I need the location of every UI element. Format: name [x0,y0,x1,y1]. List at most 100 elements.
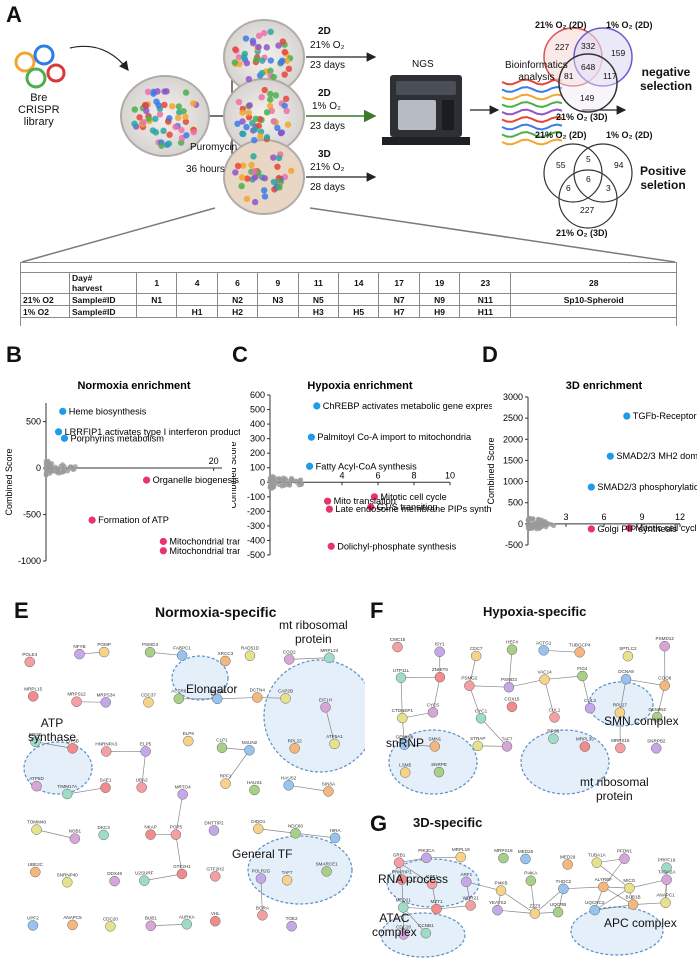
network-node [173,693,185,704]
network-edge [497,909,535,914]
network-edge [480,718,508,747]
cluster-ellipse [171,655,229,701]
cell-dot [288,167,295,175]
table-day: 19 [418,272,461,294]
network-node [651,743,662,754]
venn-positive-selection [543,143,633,229]
network-node [584,702,596,714]
x-tick-label: 9 [639,512,644,522]
cell-dot [166,131,173,138]
cell-dot [231,59,238,66]
network-node [395,672,407,684]
network-node [659,640,670,652]
cell-dot [275,42,282,49]
cell-dot [263,134,271,141]
cell-dot [250,153,257,160]
node-label: ELP6 [183,731,195,736]
highlight-point [159,547,167,555]
node-label: TADA2A [658,870,676,875]
network-node [183,735,194,747]
node-label: SIN3A [322,781,336,786]
puromycin-time: 36 hours [186,164,225,175]
dna-strand [501,93,563,101]
network-edge [594,904,634,911]
network-edge [563,886,604,890]
negative-selection-label: negative selection [640,65,693,93]
node-label: SNRNP40 [57,872,79,877]
network-node [397,712,408,724]
x-tick-label: 20 [209,456,219,466]
cell-dot [251,198,259,206]
node-label: HAUS2 [281,775,297,780]
highlight-point [59,407,67,415]
cell-dot [261,193,269,200]
network-node [69,833,81,844]
network-node [100,697,112,708]
dna-strand [501,138,563,146]
node-label: DCTN4 [250,687,266,692]
node-label: ATP5D [29,776,44,781]
cell-dot [276,184,283,191]
highlight-point [306,462,314,470]
network-node [67,743,78,754]
table-cell: N2 [216,293,259,306]
network-node [552,906,564,918]
node-label: CDC20 [103,916,119,921]
network-edge [67,787,106,795]
table-cell: N3 [257,293,299,306]
network-edge [141,751,146,788]
network-node [396,874,408,885]
network-edge [544,679,555,718]
cell-dot [144,88,152,96]
table-cell: H5 [338,305,380,318]
node-label: POMP [97,642,111,647]
venn-neg-only-2d21: 227 [555,42,570,52]
cell-dot [136,114,143,121]
network-node [577,670,588,682]
highlight-point [367,503,375,511]
cell-dot [243,195,251,203]
node-label: TOE2 [286,916,298,921]
background-point [67,464,73,470]
table-cell [176,293,218,306]
network-edge [656,685,666,718]
node-label: WDR21 [463,895,480,900]
cell-dot [242,35,250,42]
highlight-point [587,525,595,533]
network-node [589,904,600,916]
cell-dot [253,56,260,63]
node-label: ATP5A1 [326,734,343,739]
point-annotation: Palmitoyl Co-A import to mitochondria [317,432,472,442]
network-edge [625,678,665,686]
cell-dot [281,48,289,56]
node-label: VAC14 [538,669,553,674]
network-edge [530,880,536,914]
table-day: 14 [338,272,380,294]
cell-dot [178,126,185,134]
point-annotation: Mitochondrial translation elongation [169,546,240,556]
network-edge [402,907,427,934]
cond1-oxygen: 21% O₂ [310,40,345,51]
dna-strand [501,78,563,86]
point-annotation: SMAD2/3 phosphorylation motif mutants [597,482,697,492]
network-node [27,920,39,931]
node-label: MED21 [396,897,412,902]
network-node [470,650,482,662]
network-node [220,778,231,789]
network-node [249,784,260,796]
cell-dot [283,107,290,115]
cell-dot [239,109,246,116]
node-label: DIDO1 [251,819,265,824]
node-label: PI4KA [524,871,538,876]
hypoxia-enrichment-chart: Hypoxia enrichment6005004003002001000-10… [232,380,492,560]
network-node [620,673,632,685]
network-edge [466,881,502,891]
network-node [420,927,432,939]
node-label: CDC20 [396,924,412,929]
node-label: MRPL15 [24,686,42,691]
network-node [433,766,445,778]
node-label: PSMD12 [656,636,675,641]
cell-dot [270,154,277,161]
